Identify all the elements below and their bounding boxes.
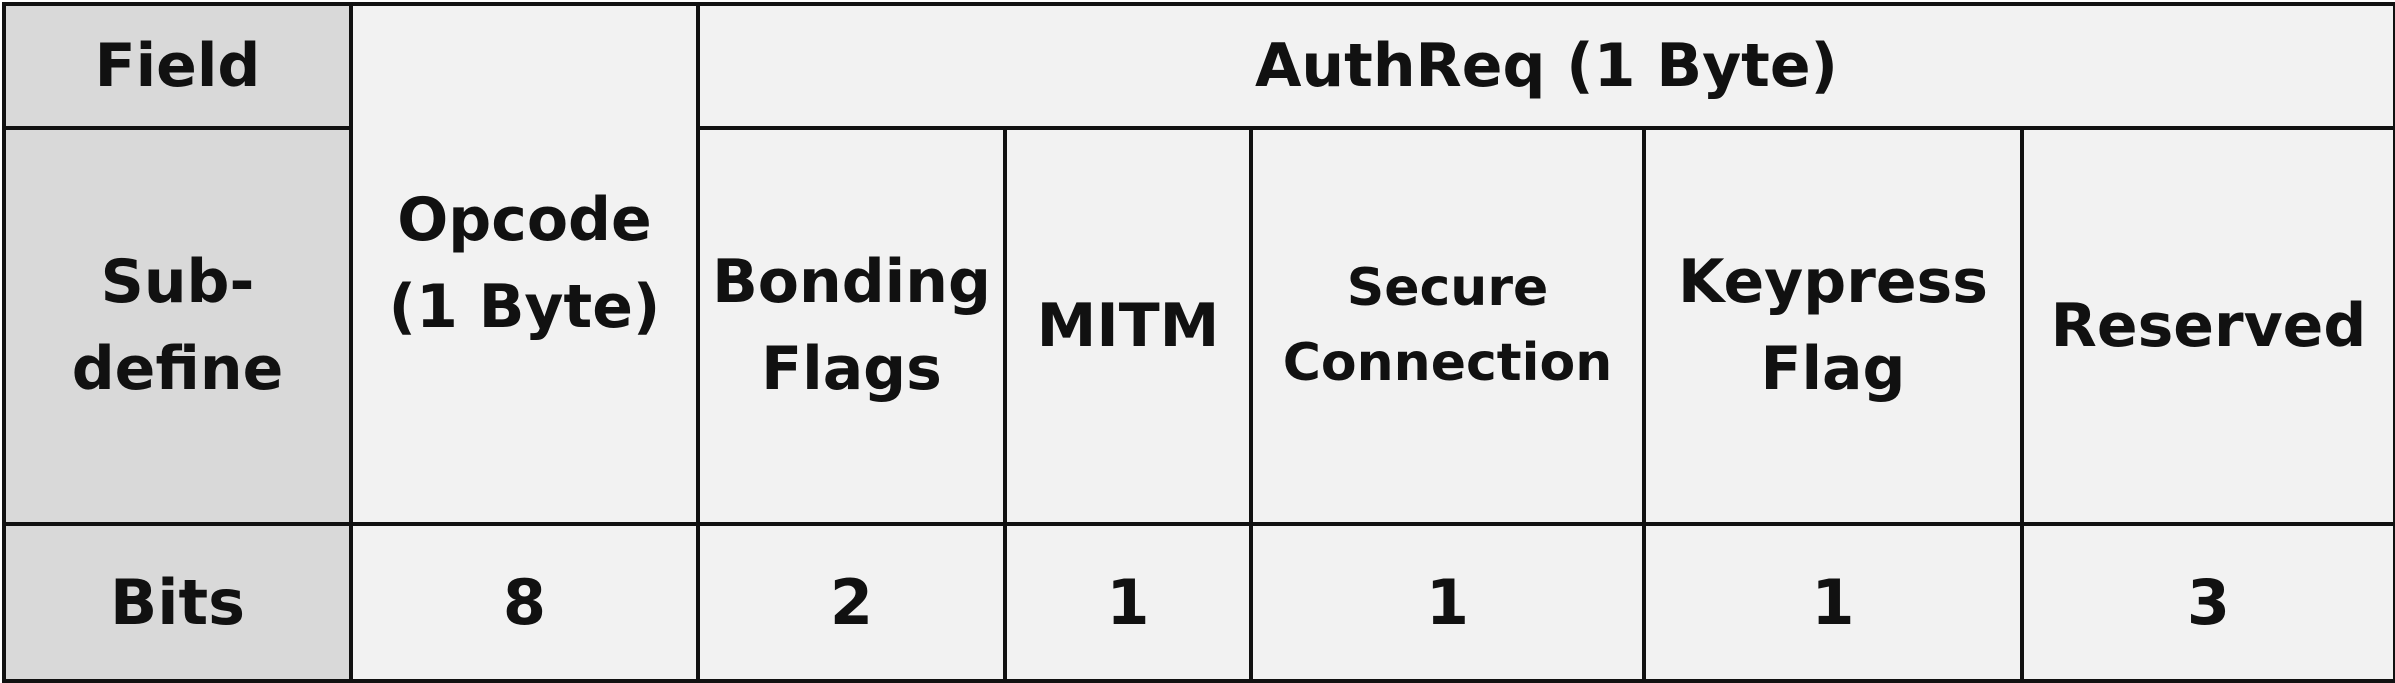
secure-connection-cell: Secure Connection: [1249, 126, 1646, 526]
field-label-cell: Field: [2, 2, 353, 130]
reserved-bits-value: 3: [2186, 565, 2231, 639]
mitm-cell: MITM: [1003, 126, 1253, 526]
opcode-cell: Opcode (1 Byte): [349, 2, 700, 526]
keypress-flag-label: Keypress Flag: [1678, 247, 1988, 404]
reserved-label: Reserved: [2050, 290, 2367, 361]
keypress-flag-bits-value: 1: [1811, 565, 1855, 639]
bits-label: Bits: [109, 565, 246, 639]
bonding-flags-label: Bonding Flags: [712, 247, 991, 404]
subdefine-label-cell: Sub- define: [2, 126, 353, 526]
mitm-label: MITM: [1036, 290, 1220, 361]
secure-connection-bits-cell: 1: [1249, 522, 1646, 683]
bits-row: Bits 8 2 1 1 1 3: [2, 522, 2395, 683]
secure-connection-bits-value: 1: [1425, 565, 1470, 639]
keypress-flag-bits-cell: 1: [1642, 522, 2024, 683]
mitm-bits-value: 1: [1106, 565, 1150, 639]
bonding-flags-bits-cell: 2: [696, 522, 1007, 683]
opcode-bits-value: 8: [502, 565, 547, 639]
subdefine-row: Sub- define Bonding Flags MITM Secure Co…: [2, 126, 2395, 526]
opcode-bits-cell: 8: [349, 522, 700, 683]
bonding-flags-cell: Bonding Flags: [696, 126, 1007, 526]
authreq-cell: AuthReq (1 Byte): [696, 2, 2395, 130]
authreq-label: AuthReq (1 Byte): [1255, 30, 1838, 101]
keypress-flag-cell: Keypress Flag: [1642, 126, 2024, 526]
field-label: Field: [94, 30, 261, 101]
opcode-label: Opcode (1 Byte): [388, 185, 661, 342]
bits-label-cell: Bits: [2, 522, 353, 683]
subdefine-label: Sub- define: [71, 247, 284, 404]
reserved-bits-cell: 3: [2020, 522, 2395, 683]
field-row: Field Opcode (1 Byte) AuthReq (1 Byte): [2, 2, 2395, 526]
bonding-flags-bits-value: 2: [829, 565, 874, 639]
secure-connection-label: Secure Connection: [1282, 257, 1613, 393]
reserved-cell: Reserved: [2020, 126, 2395, 526]
mitm-bits-cell: 1: [1003, 522, 1253, 683]
